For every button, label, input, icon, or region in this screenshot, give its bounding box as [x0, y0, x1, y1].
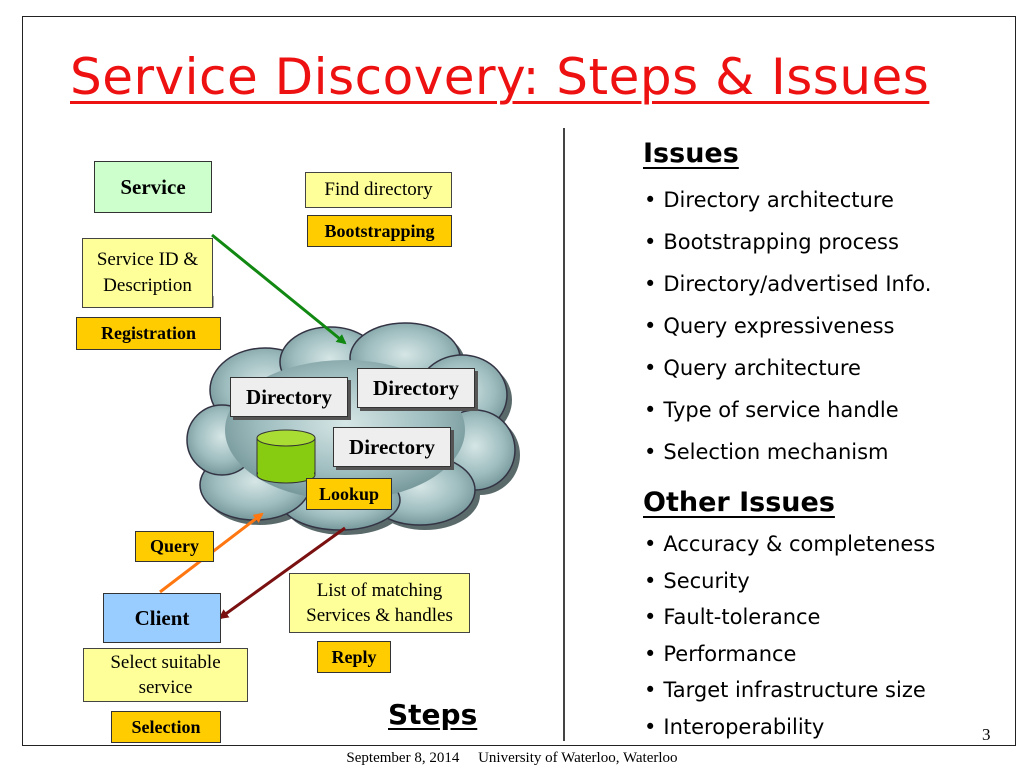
- list-item: Directory architecture: [644, 188, 931, 230]
- service-id-line-1: Service ID &: [96, 249, 199, 270]
- slide-footer: September 8, 2014 University of Waterloo…: [346, 750, 678, 766]
- database-icon: [256, 429, 316, 484]
- directory-box-1: Directory: [230, 377, 348, 417]
- column-divider: [563, 128, 565, 741]
- register-arrow: [211, 233, 347, 345]
- list-item: Accuracy & completeness: [644, 532, 935, 569]
- matching-line-1: List of matching: [316, 580, 443, 601]
- list-item: Target infrastructure size: [644, 678, 935, 715]
- issues-list: Directory architecture Bootstrapping pro…: [644, 188, 931, 482]
- issues-heading: Issues: [643, 138, 739, 169]
- query-tag: Query: [135, 531, 214, 562]
- reply-tag: Reply: [317, 641, 391, 673]
- service-box: Service: [94, 161, 212, 213]
- select-line-1: Select suitable: [110, 652, 221, 673]
- client-box: Client: [103, 593, 221, 643]
- list-item: Type of service handle: [644, 398, 931, 440]
- list-item: Security: [644, 569, 935, 606]
- select-line-2: service: [138, 677, 193, 698]
- matching-services-note: List of matching Services & handles: [289, 573, 470, 633]
- list-item: Query expressiveness: [644, 314, 931, 356]
- slide-title: Service Discovery: Steps & Issues: [70, 48, 930, 106]
- list-item: Interoperability: [644, 715, 935, 752]
- page-number: 3: [982, 725, 991, 744]
- lookup-tag: Lookup: [306, 478, 392, 510]
- other-issues-list: Accuracy & completeness Security Fault-t…: [644, 532, 935, 751]
- list-item: Selection mechanism: [644, 440, 931, 482]
- directory-box-2: Directory: [357, 368, 475, 408]
- selection-tag: Selection: [111, 711, 221, 743]
- list-item: Performance: [644, 642, 935, 679]
- find-directory-note: Find directory: [305, 172, 452, 208]
- steps-label: Steps: [388, 698, 478, 731]
- reply-arrow: [218, 526, 346, 620]
- list-item: Query architecture: [644, 356, 931, 398]
- bootstrapping-tag: Bootstrapping: [307, 215, 452, 247]
- select-service-note: Select suitable service: [83, 648, 248, 702]
- slide-frame: [22, 16, 1016, 746]
- registration-tag: Registration: [76, 317, 221, 350]
- list-item: Directory/advertised Info.: [644, 272, 931, 314]
- service-id-note: Service ID & Description: [82, 238, 213, 308]
- list-item: Fault-tolerance: [644, 605, 935, 642]
- service-id-line-2: Description: [103, 275, 192, 296]
- list-item: Bootstrapping process: [644, 230, 931, 272]
- directory-box-3: Directory: [333, 427, 451, 467]
- matching-line-2: Services & handles: [306, 605, 453, 626]
- other-issues-heading: Other Issues: [643, 487, 835, 518]
